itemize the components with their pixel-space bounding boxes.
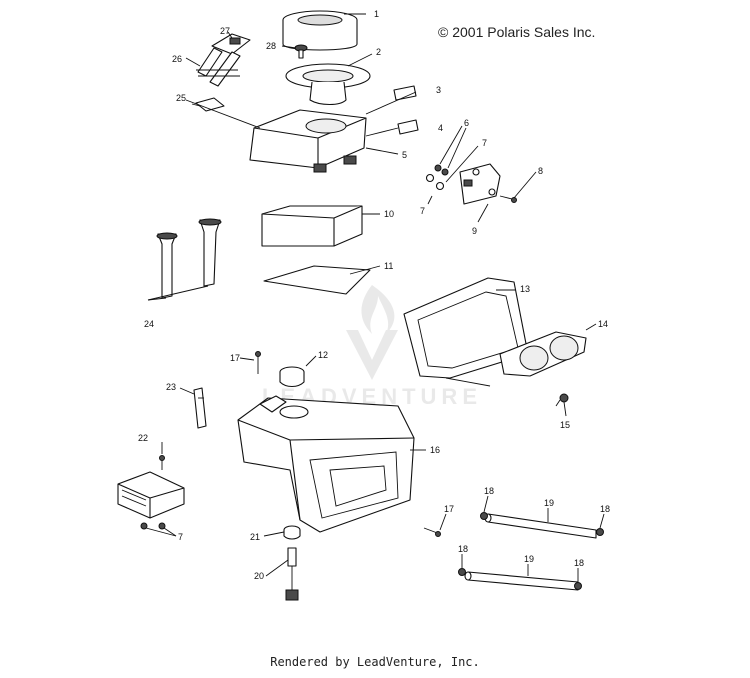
- callout-1: 1: [374, 9, 379, 19]
- part-21-plug: [283, 525, 301, 540]
- callout-19-upper: 19: [544, 498, 554, 508]
- part-5-airbox-lid: [249, 109, 367, 173]
- part-15-bolt: [555, 393, 569, 407]
- callout-16: 16: [430, 445, 440, 455]
- part-2-intake-adapter: [285, 63, 371, 106]
- callout-10: 10: [384, 209, 394, 219]
- footer-credit: Rendered by LeadVenture, Inc.: [270, 655, 480, 669]
- callout-17-lower: 17: [444, 504, 454, 514]
- callout-7-upper-right: 7: [482, 138, 487, 148]
- part-27-clip: [211, 33, 251, 55]
- part-11-gasket: [263, 265, 371, 295]
- part-7-washers: [425, 173, 445, 191]
- part-4-label: [397, 119, 419, 135]
- part-10-foam-block: [261, 205, 363, 247]
- callout-18-c: 18: [458, 544, 468, 554]
- part-23-latch: [193, 387, 207, 429]
- part-17-screw-lower: [423, 527, 441, 537]
- callout-11: 11: [384, 261, 393, 271]
- part-14-duct-adapter: [499, 331, 587, 377]
- callout-8: 8: [538, 166, 543, 176]
- part-8-bolt: [499, 195, 517, 203]
- part-18-clamps: [458, 512, 604, 590]
- part-12-cap: [279, 366, 305, 388]
- part-25-pad: [195, 97, 225, 112]
- part-17-screw-upper: [255, 351, 261, 374]
- part-26-strap: [196, 47, 241, 87]
- part-3-label: [393, 85, 417, 101]
- callout-6: 6: [464, 118, 469, 128]
- callout-21: 21: [250, 532, 260, 542]
- part-1-foam-ring: [282, 10, 358, 51]
- callout-28: 28: [266, 41, 276, 51]
- callout-7-upper-left: 7: [420, 206, 425, 216]
- callout-17-upper: 17: [230, 353, 240, 363]
- part-16-airbox-base: [237, 395, 415, 533]
- callout-23: 23: [166, 382, 176, 392]
- part-19-tube-upper: [484, 513, 597, 539]
- callout-12: 12: [318, 350, 328, 360]
- part-22-screw: [159, 455, 165, 470]
- callout-4: 4: [438, 123, 443, 133]
- callout-18-b: 18: [600, 504, 610, 514]
- callout-numbers: 1 2 3 4 5 6 7 7 8 9 10 11 12 13 14 15 16…: [138, 9, 610, 581]
- part-28-screw: [294, 44, 308, 59]
- part-19-tube-lower: [464, 571, 579, 591]
- part-20-drain-tube: [285, 547, 299, 601]
- part-9-bracket: [459, 163, 501, 205]
- callout-24: 24: [144, 319, 154, 329]
- callout-27: 27: [220, 26, 230, 36]
- callout-19-lower: 19: [524, 554, 534, 564]
- callout-2: 2: [376, 47, 381, 57]
- callout-20: 20: [254, 571, 264, 581]
- callout-18-a: 18: [484, 486, 494, 496]
- part-24-intake-horns: [156, 218, 222, 299]
- leader-lines: [145, 13, 605, 582]
- callout-18-d: 18: [574, 558, 584, 568]
- callout-25: 25: [176, 93, 186, 103]
- part-6-nuts: [434, 164, 449, 176]
- callout-5: 5: [402, 150, 407, 160]
- callout-7-lower: 7: [178, 532, 183, 542]
- callout-15: 15: [560, 420, 570, 430]
- callout-13: 13: [520, 284, 530, 294]
- callout-22: 22: [138, 433, 148, 443]
- callout-26: 26: [172, 54, 182, 64]
- copyright-notice: © 2001 Polaris Sales Inc.: [438, 24, 596, 40]
- callout-14: 14: [598, 319, 608, 329]
- callout-9: 9: [472, 226, 477, 236]
- callout-3: 3: [436, 85, 441, 95]
- part-cdi-module: [117, 471, 185, 530]
